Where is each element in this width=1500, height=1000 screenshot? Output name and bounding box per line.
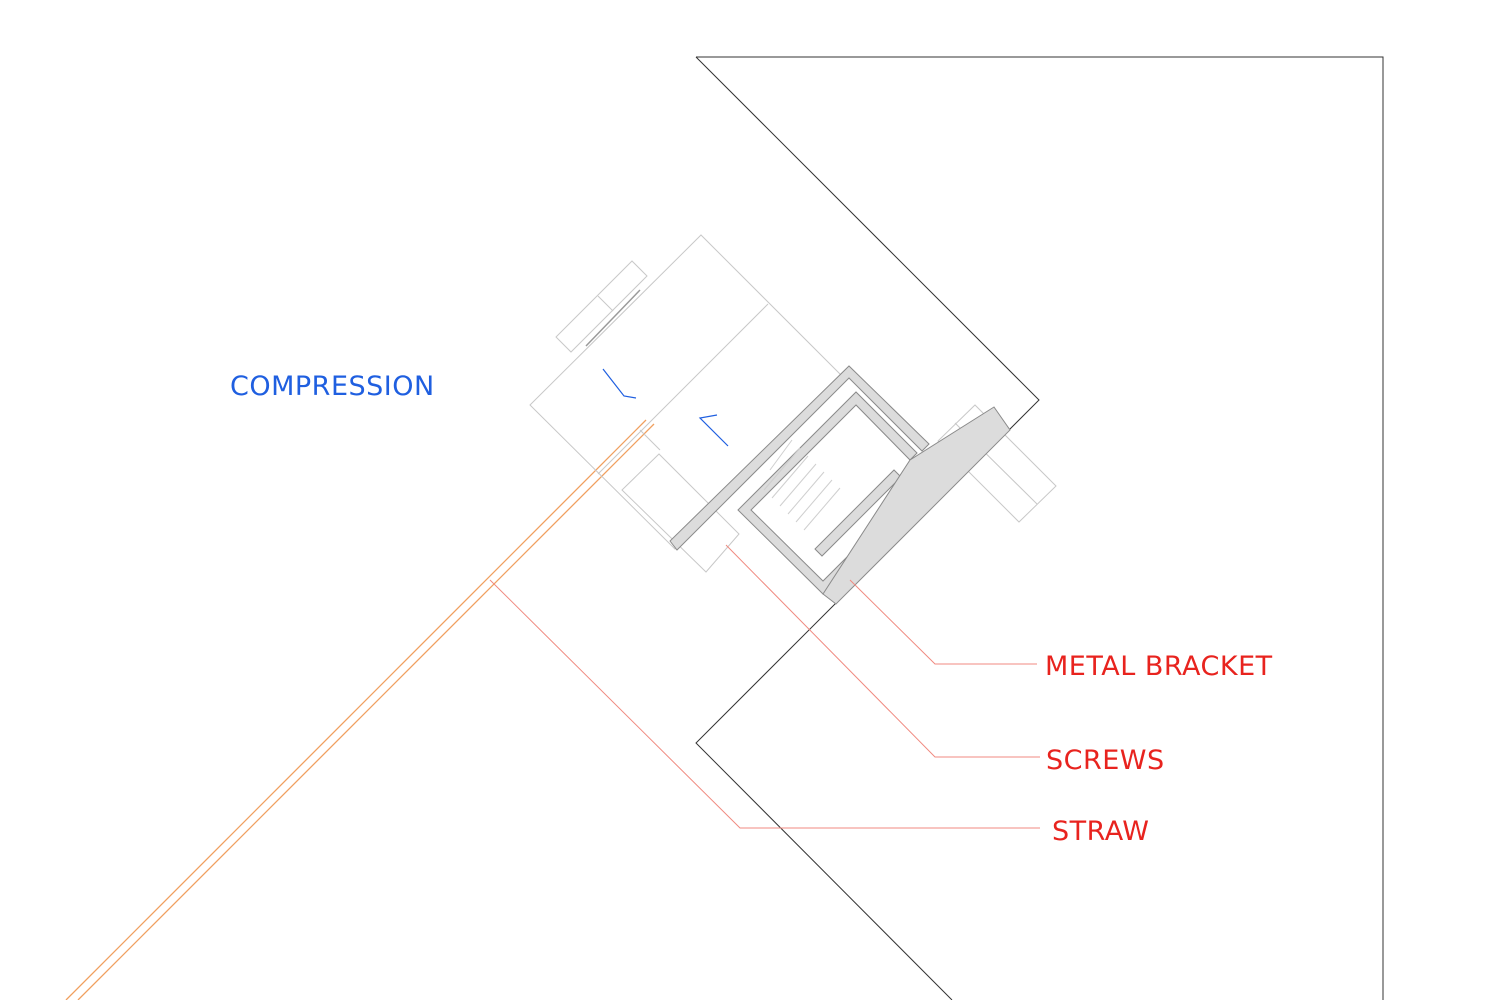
timber-frame — [529, 234, 1057, 573]
leader-metal-bracket — [849, 579, 1037, 665]
frame-block-large — [529, 234, 846, 550]
straw-line-outer — [65, 419, 647, 1000]
bracket-wall-plate — [822, 406, 1011, 605]
compression-arrow-upper — [602, 368, 637, 399]
label-screws: SCREWS — [1046, 745, 1165, 776]
label-compression: COMPRESSION — [230, 371, 435, 402]
leader-screws — [725, 544, 1040, 758]
straw-line-inner — [77, 423, 655, 1000]
label-metal-bracket: METAL BRACKET — [1045, 651, 1273, 682]
frame-division-line-2 — [639, 429, 661, 451]
frame-block-bottom — [621, 453, 740, 573]
leader-straw — [489, 579, 1040, 829]
straw-stubs — [763, 439, 841, 531]
wall-outline — [696, 56, 1384, 1000]
compression-arrow-lower — [698, 414, 729, 447]
frame-block-right — [937, 404, 1057, 523]
metal-bracket — [669, 365, 1011, 605]
label-straw: STRAW — [1052, 816, 1150, 847]
plate-fastener — [585, 289, 641, 347]
frame-plate-top — [555, 260, 648, 353]
frame-division-line — [597, 303, 769, 475]
frame-plate-top-inner — [597, 295, 614, 312]
bracket-leg — [669, 365, 930, 551]
